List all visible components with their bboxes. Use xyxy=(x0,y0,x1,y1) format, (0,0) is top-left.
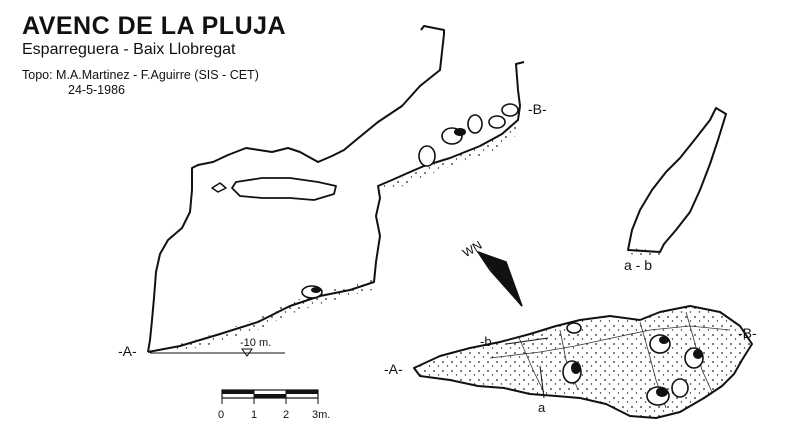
depth-marker xyxy=(150,348,285,357)
location-subtitle: Esparreguera - Baix Llobregat xyxy=(22,41,236,58)
cross-section-floor xyxy=(628,248,660,256)
survey-credits: Topo: M.A.Martinez - F.Aguirre (SIS - CE… xyxy=(22,68,259,82)
elevation-profile xyxy=(147,25,525,353)
plan-view xyxy=(413,305,753,419)
plan-section-line-b xyxy=(505,337,549,345)
elevation-floor-debris xyxy=(150,103,519,352)
elevation-pillar xyxy=(231,177,337,201)
plan-section-line-a xyxy=(539,365,545,399)
north-arrow-icon xyxy=(475,250,523,307)
scale-tick-2: 2 xyxy=(283,409,289,421)
elevation-b-label: -B- xyxy=(528,101,547,117)
scale-tick-1: 1 xyxy=(251,409,257,421)
cross-section-label: a - b xyxy=(624,257,652,273)
plan-a-label: -A- xyxy=(384,361,403,377)
plan-b-lower-label: -b xyxy=(480,334,492,349)
plan-outline xyxy=(413,305,753,419)
depth-label: -10 m. xyxy=(240,337,271,349)
cross-section-ab xyxy=(627,107,727,253)
elevation-upper-wall xyxy=(147,25,445,353)
survey-date: 24-5-1986 xyxy=(68,83,125,97)
elevation-lower-wall xyxy=(147,61,525,353)
scale-tick-3: 3m. xyxy=(312,409,330,421)
page-title: AVENC DE LA PLUJA xyxy=(22,12,287,40)
plan-b-label: -B- xyxy=(738,325,757,341)
elevation-small-boulder xyxy=(211,182,227,193)
scale-tick-0: 0 xyxy=(218,409,224,421)
elevation-a-label: -A- xyxy=(118,343,137,359)
plan-a-lower-label: a xyxy=(538,400,546,415)
scale-bar xyxy=(221,389,319,404)
